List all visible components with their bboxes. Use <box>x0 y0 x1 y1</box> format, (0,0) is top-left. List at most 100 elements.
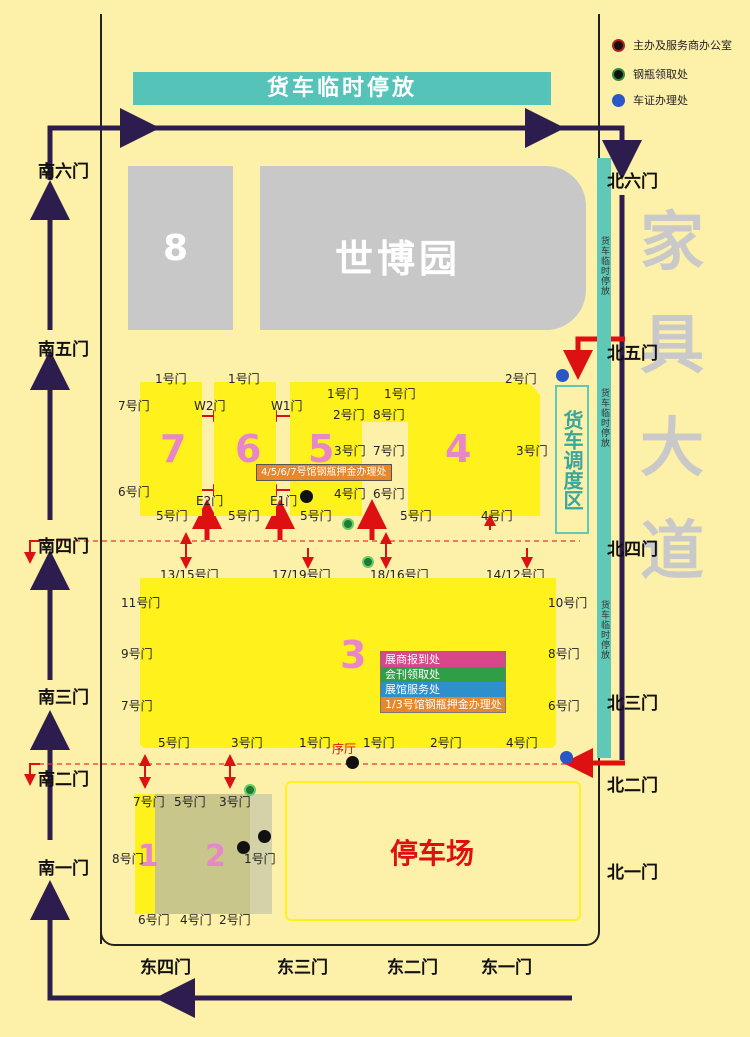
hall-4-label: 4 <box>445 427 472 471</box>
door-label: 3号门 <box>219 795 251 809</box>
door-label: 3号门 <box>334 444 366 458</box>
parking-label: 停车场 <box>390 837 475 870</box>
door-label: 1号门 <box>228 372 260 386</box>
door-label: 1号门 <box>327 387 359 401</box>
door-label: 6号门 <box>373 487 405 501</box>
cylinder-deposit-badge: 4/5/6/7号馆钢瓶押金办理处 <box>256 464 392 481</box>
gate-east-3: 东三门 <box>277 958 328 978</box>
door-label: 4号门 <box>481 509 513 523</box>
cylinder-icon <box>362 556 374 568</box>
hall-2-label: 2 <box>205 839 226 874</box>
office-icon <box>300 490 313 503</box>
hall-8-label: 8 <box>163 228 189 269</box>
door-label: 1号门 <box>244 852 276 866</box>
door-label: 8号门 <box>548 647 580 661</box>
hall-5-east <box>340 382 410 422</box>
road-top-right <box>560 125 642 180</box>
door-label: 1号门 <box>363 736 395 750</box>
door-label: 5号门 <box>156 509 188 523</box>
door-label: 2号门 <box>333 408 365 422</box>
door-label: 11号门 <box>121 596 161 610</box>
gate-north-5: 北五门 <box>607 344 658 364</box>
door-label: 8号门 <box>112 852 144 866</box>
door-label: 9号门 <box>121 647 153 661</box>
boundary-left-top <box>100 14 102 944</box>
gate-north-6: 北六门 <box>607 172 658 192</box>
door-label: 5号门 <box>228 509 260 523</box>
door-label: 5号门 <box>174 795 206 809</box>
door-label: 4号门 <box>334 487 366 501</box>
hall-8 <box>128 166 233 330</box>
exit-arrow-south4 <box>24 540 40 564</box>
info-hall-service: 展馆服务处 <box>381 682 505 697</box>
hall-7 <box>140 382 202 516</box>
shibo-park-label: 世博园 <box>335 237 462 281</box>
road-top-left <box>47 108 160 180</box>
hall-5-label: 5 <box>308 427 335 471</box>
truck-pass-icon-north5 <box>556 369 569 382</box>
gate-south-1: 南一门 <box>38 859 89 879</box>
office-icon <box>237 841 250 854</box>
door-label: 7号门 <box>133 795 165 809</box>
legend-truck-pass-label: 车证办理处 <box>633 94 688 107</box>
gate-south-5: 南五门 <box>38 340 89 360</box>
door-label: W1门 <box>271 399 303 413</box>
road-char-1: 家 <box>640 206 704 280</box>
road-char-3: 大 <box>640 412 704 486</box>
gate-east-4: 东四门 <box>140 958 191 978</box>
gate-north-2: 北二门 <box>607 776 658 796</box>
truck-dispatch-label: 货车调度区 <box>560 409 584 510</box>
hall-7-label: 7 <box>160 427 187 471</box>
truck-pass-icon <box>612 93 625 107</box>
door-label: 6号门 <box>548 699 580 713</box>
hall-2 <box>155 794 250 914</box>
door-label: 8号门 <box>373 408 405 422</box>
cylinder-icon <box>244 784 256 796</box>
office-icon <box>346 756 359 769</box>
door-label: 10号门 <box>548 596 588 610</box>
gate-south-4: 南四门 <box>38 537 89 557</box>
truck-temp-strip <box>597 158 611 758</box>
truck-temp-text-2: 货车临时停放 <box>599 388 609 448</box>
truck-temp-text-1: 货车临时停放 <box>599 236 609 296</box>
banner-text: 货车临时停放 <box>266 76 417 101</box>
info-cylinder-deposit: 1/3号馆钢瓶押金办理处 <box>381 697 505 712</box>
info-box: 展商报到处 会刊领取处 展馆服务处 1/3号馆钢瓶押金办理处 <box>380 651 506 713</box>
door-label: 1号门 <box>299 736 331 750</box>
truck-pass-icon-north2 <box>560 751 573 764</box>
door-label: E2门 <box>196 494 224 508</box>
cylinder-icon <box>342 518 354 530</box>
door-label: 1号门 <box>155 372 187 386</box>
door-label: 5号门 <box>400 509 432 523</box>
hall-4-corner <box>495 394 540 516</box>
hall-3-label: 3 <box>340 633 367 677</box>
truck-parking-banner: 货车临时停放 <box>133 72 551 105</box>
door-label: W2门 <box>194 399 226 413</box>
road-char-2: 具 <box>640 309 704 383</box>
gate-north-3: 北三门 <box>607 694 658 714</box>
legend-cylinder: 钢瓶领取处 <box>612 66 688 82</box>
gate-south-6: 南六门 <box>38 162 89 182</box>
door-label: 6号门 <box>118 485 150 499</box>
door-label: 3号门 <box>516 444 548 458</box>
truck-temp-text-3: 货车临时停放 <box>599 600 609 660</box>
road-char-4: 道 <box>640 515 704 589</box>
gate-north-1: 北一门 <box>607 863 658 883</box>
gate-north-4: 北四门 <box>607 540 658 560</box>
hall-6-label: 6 <box>235 427 262 471</box>
lobby-label: 序厅 <box>332 742 357 756</box>
door-label: 7号门 <box>373 444 405 458</box>
hall-2-overlay <box>250 794 272 914</box>
door-label: 4号门 <box>180 913 212 927</box>
parking-lot <box>285 781 581 921</box>
door-label: 2号门 <box>219 913 251 927</box>
legend-office-label: 主办及服务商办公室 <box>633 39 732 52</box>
gate-south-2: 南二门 <box>38 770 89 790</box>
gate-east-2: 东二门 <box>387 958 438 978</box>
shibo-park <box>260 166 586 330</box>
hall-1-label: 1 <box>138 839 159 874</box>
door-label: 7号门 <box>121 699 153 713</box>
legend-truck-pass: 车证办理处 <box>612 92 688 108</box>
door-label: 4号门 <box>506 736 538 750</box>
